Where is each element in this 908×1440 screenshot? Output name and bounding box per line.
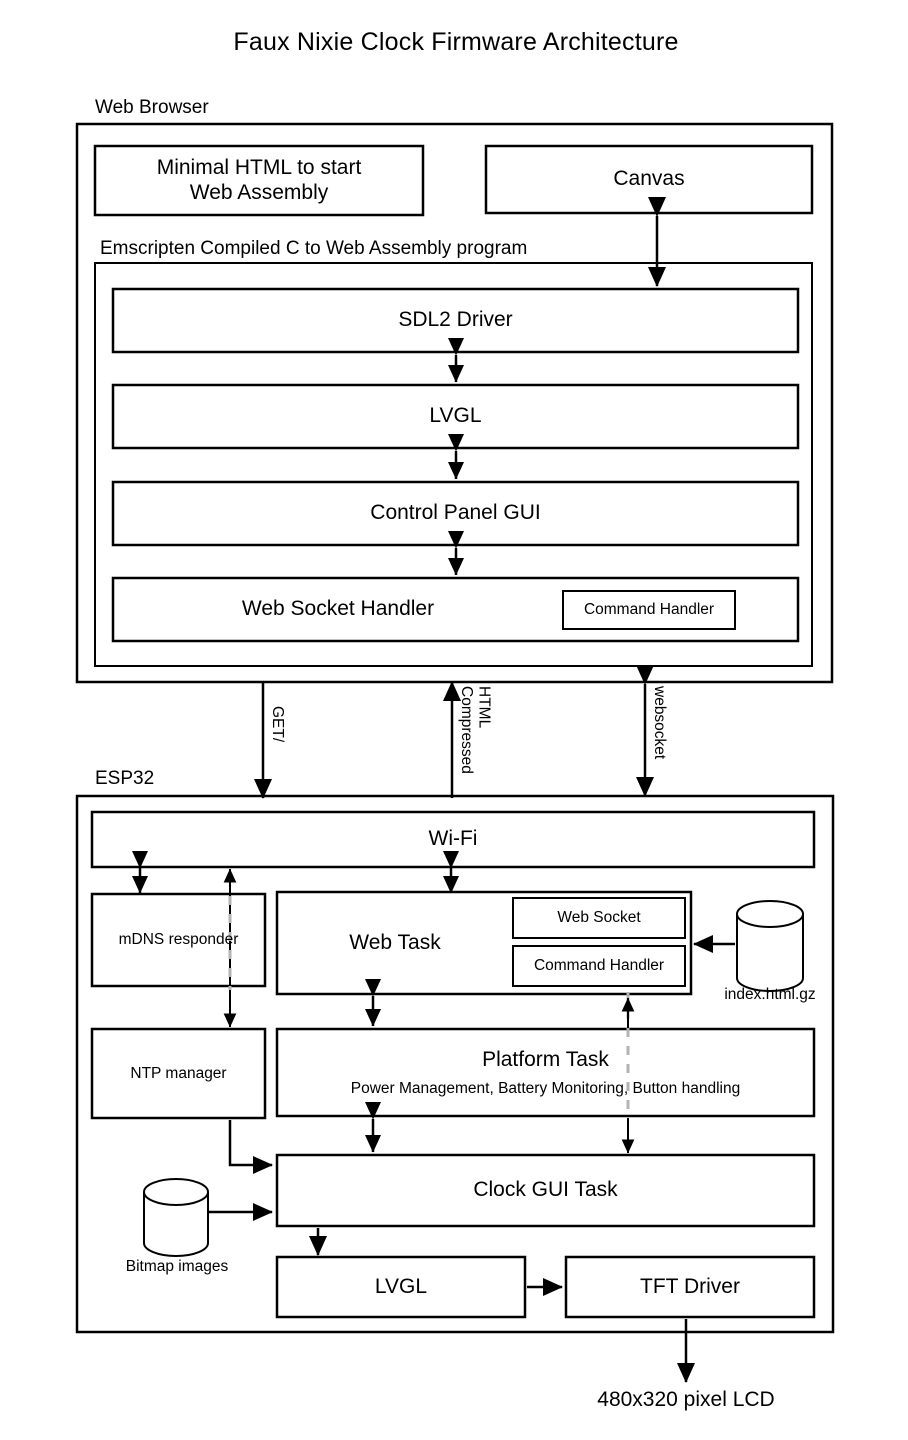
esp-lvgl-label-wrap: LVGL bbox=[277, 1257, 525, 1317]
ntp-manager-label: NTP manager bbox=[130, 1064, 227, 1082]
wasm-container-label: Emscripten Compiled C to Web Assembly pr… bbox=[100, 238, 528, 259]
control-panel-gui-label: Control Panel GUI bbox=[370, 501, 541, 525]
control-panel-gui-label-wrap: Control Panel GUI bbox=[113, 482, 798, 545]
minimal-html-line-1: Minimal HTML to start bbox=[156, 156, 362, 180]
minimal-html-label: Minimal HTML to start Web Assembly bbox=[95, 146, 423, 215]
browser-command-handler-label-wrap: Command Handler bbox=[563, 591, 735, 629]
lcd-output-label: 480x320 pixel LCD bbox=[597, 1388, 775, 1411]
esp-web-socket-label-wrap: Web Socket bbox=[513, 898, 685, 938]
esp-command-handler-label: Command Handler bbox=[533, 957, 665, 975]
compressed-html-link-label: Compressed HTML bbox=[457, 686, 493, 774]
mdns-responder-label-wrap: mDNS responder bbox=[92, 894, 265, 986]
tft-driver-label-wrap: TFT Driver bbox=[566, 1257, 814, 1317]
clock-gui-task-label-wrap: Clock GUI Task bbox=[277, 1155, 814, 1226]
canvas-label: Canvas bbox=[613, 167, 685, 191]
tft-driver-label: TFT Driver bbox=[640, 1274, 740, 1298]
sdl2-driver-label: SDL2 Driver bbox=[398, 308, 513, 332]
web-socket-handler-label-wrap: Web Socket Handler bbox=[113, 578, 563, 641]
web-browser-label: Web Browser bbox=[95, 97, 209, 118]
page-title: Faux Nixie Clock Firmware Architecture bbox=[233, 28, 679, 56]
platform-task-sublabel: Power Management, Battery Monitoring, Bu… bbox=[350, 1079, 741, 1097]
wifi-label: Wi-Fi bbox=[428, 827, 478, 851]
websocket-link-label: websocket bbox=[650, 686, 668, 760]
bitmap-images-label: Bitmap images bbox=[125, 1258, 229, 1275]
minimal-html-line-2: Web Assembly bbox=[189, 180, 329, 204]
platform-task-label: Platform Task bbox=[482, 1047, 609, 1071]
browser-lvgl-label-wrap: LVGL bbox=[113, 385, 798, 448]
web-task-label: Web Task bbox=[349, 930, 441, 954]
index-html-gz-label: index.html.gz bbox=[724, 986, 816, 1003]
bitmap-images-cylinder bbox=[143, 1178, 209, 1257]
get-link-label: GET/ bbox=[268, 706, 286, 743]
clock-gui-task-label: Clock GUI Task bbox=[473, 1178, 618, 1202]
esp-web-socket-label: Web Socket bbox=[557, 909, 641, 927]
html-label: HTML bbox=[475, 686, 493, 729]
web-task-label-wrap: Web Task bbox=[277, 892, 513, 994]
compressed-label: Compressed bbox=[457, 686, 475, 774]
esp32-label: ESP32 bbox=[95, 768, 155, 789]
sdl2-driver-label-wrap: SDL2 Driver bbox=[113, 289, 798, 352]
esp-command-handler-label-wrap: Command Handler bbox=[513, 946, 685, 986]
web-socket-handler-label: Web Socket Handler bbox=[241, 597, 435, 621]
esp-lvgl-label: LVGL bbox=[374, 1274, 428, 1298]
wifi-label-wrap: Wi-Fi bbox=[92, 812, 814, 867]
ntp-manager-label-wrap: NTP manager bbox=[92, 1029, 265, 1118]
browser-lvgl-label: LVGL bbox=[429, 404, 482, 428]
platform-task-label-wrap: Platform Task Power Management, Battery … bbox=[277, 1029, 814, 1116]
index-html-gz-cylinder bbox=[736, 900, 804, 992]
ntp-clockgui-arrow bbox=[228, 1120, 274, 1175]
canvas-label-wrap: Canvas bbox=[486, 146, 812, 213]
mdns-responder-label: mDNS responder bbox=[118, 931, 239, 949]
browser-command-handler-label: Command Handler bbox=[583, 601, 715, 619]
